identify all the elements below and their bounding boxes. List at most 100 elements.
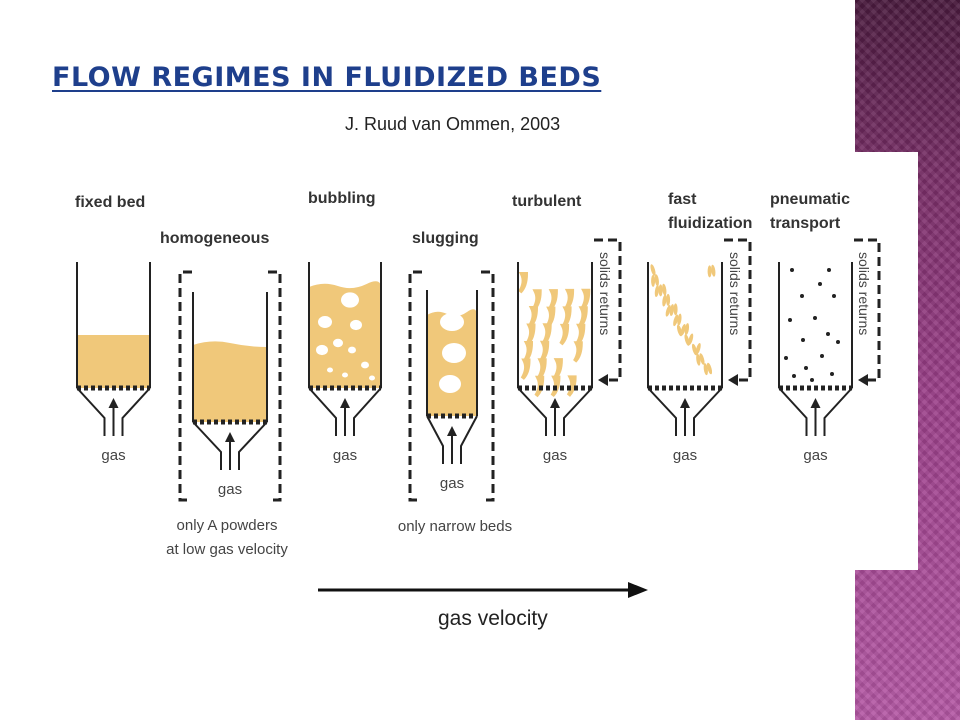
solids-return-arrowhead [598,374,608,386]
bed-material [77,335,150,388]
gas-slug [439,375,461,393]
gas-bubble [341,292,359,308]
solid-cluster [559,323,570,346]
particle [820,354,824,358]
solid-streak [684,323,690,336]
gas-bubble [350,319,362,331]
gas-inlet-cone [517,387,593,436]
gas-bubble [333,338,343,348]
solids-return-loop [594,238,622,382]
solids-returns-label: solids returns [597,252,613,335]
gas-label: gas [543,447,567,464]
gas-label: gas [803,447,827,464]
solid-streak [669,304,675,317]
gas-bubble [348,346,356,354]
regime-note: at low gas velocity [166,541,288,558]
solid-cluster [566,375,577,397]
solid-streak [658,284,663,297]
solid-streak [699,353,705,365]
regime-label: fast [668,191,697,208]
solid-streak [673,314,679,327]
gas-arrowhead [340,398,350,408]
axis-label: gas velocity [438,607,548,630]
solid-cluster [523,341,534,363]
gas-label: gas [440,475,464,492]
gas-inlet-cone [76,387,151,436]
solid-cluster [573,341,583,363]
gas-slug [440,313,464,331]
solid-streak [677,313,682,326]
solid-cluster [564,288,575,311]
gas-arrowhead [447,426,457,436]
particle [827,268,831,272]
regime-label: slugging [412,230,479,247]
solid-streak [654,274,659,287]
solid-streak [696,353,701,366]
bed-material [309,281,381,388]
regime-label: homogeneous [160,230,269,247]
solid-cluster [553,358,563,380]
regime-label: pneumatic [770,191,850,208]
gas-bubble [327,367,333,373]
solid-cluster [525,323,536,345]
bed-material [193,341,267,422]
gas-arrowhead [680,398,690,408]
particle [832,294,836,298]
gas-inlet-cone [308,387,382,436]
regime-note: only A powders [177,517,278,534]
column-homogeneous: gas homogeneous only A powders at low gas v… [160,230,288,558]
gas-bubble [369,375,375,381]
solid-streak [707,265,712,278]
solid-streak [684,334,690,346]
solid-streak [650,264,656,276]
solid-cluster [575,323,586,346]
solid-streak [662,294,667,307]
solids-return-arrowhead [728,374,738,386]
recirculation-bracket [178,270,282,502]
particle [826,332,830,336]
solids-returns-label: solids returns [727,252,743,335]
solid-cluster [520,358,531,380]
gas-bubble [318,316,332,328]
particle [813,316,817,320]
solid-cluster [541,323,552,345]
gas-arrowhead [810,398,821,408]
solid-streak [665,305,671,317]
solid-cluster [539,340,550,363]
particle [801,338,805,342]
gas-inlet-cone [426,415,478,464]
gas-bubble [361,361,369,369]
solid-cluster [534,375,545,398]
gas-velocity-axis: gas velocity [318,582,648,630]
solid-cluster [580,288,591,311]
axis-arrowhead [628,582,648,598]
solid-streak [666,293,671,306]
solid-cluster [518,272,529,294]
solid-streak [662,283,667,296]
solid-cluster [548,289,558,311]
gas-label: gas [673,447,697,464]
recirculation-bracket [408,270,495,502]
particle [792,374,796,378]
gas-arrowhead [225,432,235,442]
gas-arrowhead [108,398,119,408]
particle [836,340,840,344]
particle [788,318,792,322]
solids-return-loop [854,238,881,382]
solid-cluster [550,375,561,398]
solid-streak [703,363,708,376]
solid-streak [691,343,698,356]
particle [784,356,788,360]
gas-label: gas [218,481,242,498]
gas-slug [442,343,466,363]
solid-streak [673,303,678,316]
solids-returns-label: solids returns [856,252,872,335]
gas-bubble [342,372,348,378]
solid-streak [654,285,660,298]
slide-title: FLOW REGIMES IN FLUIDIZED BEDS [52,62,602,93]
